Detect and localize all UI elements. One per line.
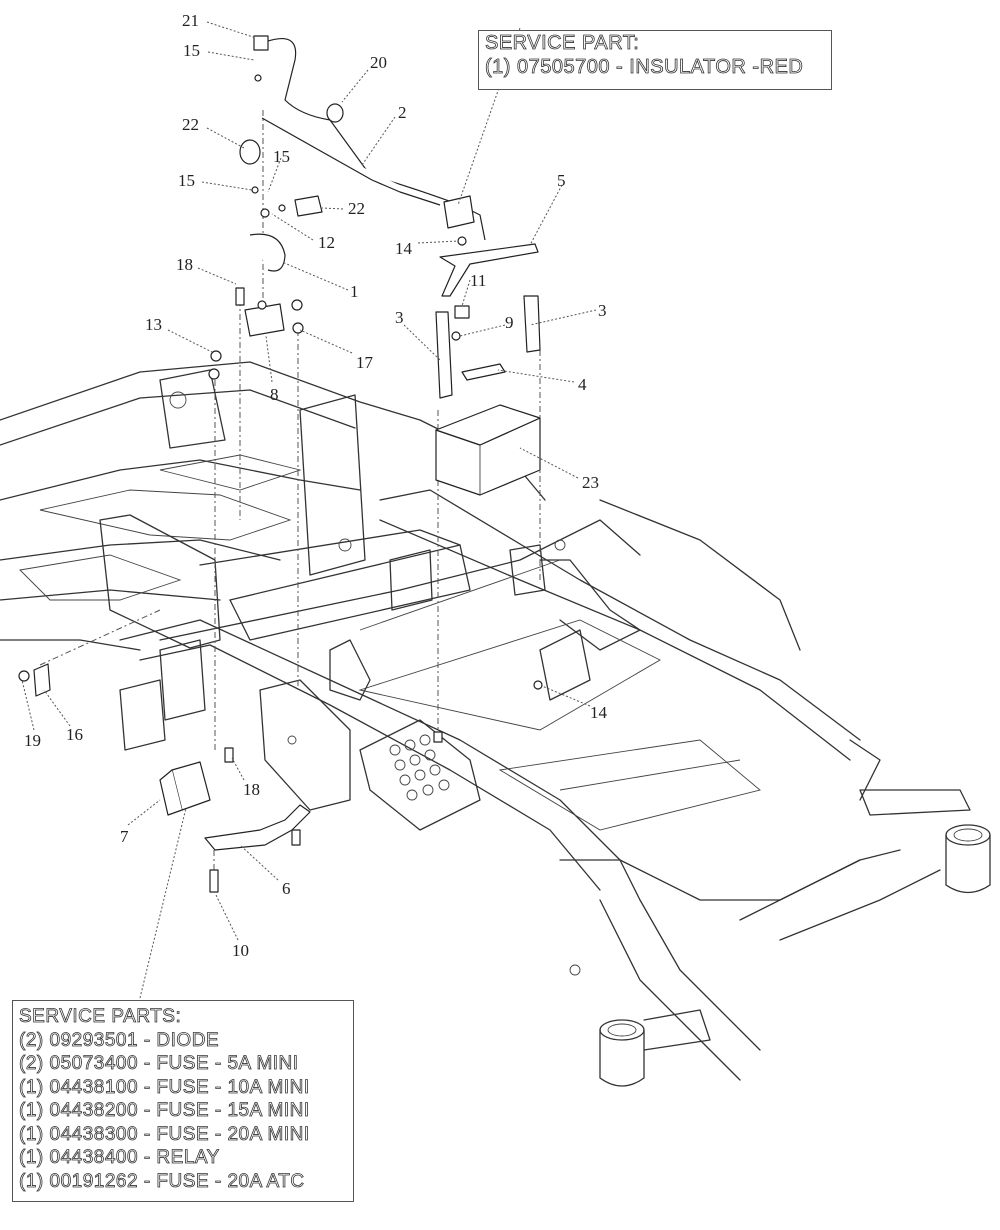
callout-22: 22 (182, 115, 199, 134)
service-parts-line: (1) 04438100 - FUSE - 10A MINI (19, 1076, 310, 1098)
callout-6: 6 (282, 879, 291, 898)
callout-23: 23 (582, 473, 599, 492)
service-part-box: SERVICE PART: (1) 07505700 - INSULATOR -… (478, 30, 832, 90)
service-parts-line: (2) 05073400 - FUSE - 5A MINI (19, 1053, 299, 1075)
callout-13: 13 (145, 315, 162, 334)
callout-12: 12 (318, 233, 335, 252)
leader-lines (21, 21, 597, 999)
foot-plate-holes (389, 734, 450, 801)
callout-15: 15 (273, 147, 290, 166)
callout-9: 9 (505, 313, 514, 332)
callout-2: 2 (398, 103, 407, 122)
callout-21: 21 (182, 11, 199, 30)
callout-1: 1 (350, 282, 359, 301)
callout-3: 3 (598, 301, 607, 320)
service-part-line: (1) 07505700 - INSULATOR -RED (485, 56, 804, 79)
assembly-centerlines (39, 110, 541, 880)
callout-8: 8 (270, 385, 279, 404)
callout-15: 15 (183, 41, 200, 60)
callout-18: 18 (243, 780, 260, 799)
callout-5: 5 (557, 171, 566, 190)
callout-22: 22 (348, 199, 365, 218)
front-caster-right (945, 824, 991, 894)
callout-19: 19 (24, 731, 41, 750)
service-parts-line: (1) 00191262 - FUSE - 20A ATC (19, 1170, 305, 1192)
callout-16: 16 (66, 725, 83, 744)
callout-3: 3 (395, 308, 404, 327)
service-parts-title: SERVICE PARTS: (19, 1006, 182, 1028)
service-parts-line: (2) 09293501 - DIODE (19, 1029, 220, 1051)
service-parts-line: (1) 04438200 - FUSE - 15A MINI (19, 1100, 310, 1122)
mower-frame (0, 361, 991, 1087)
callout-18: 18 (176, 255, 193, 274)
service-part-title: SERVICE PART: (485, 32, 640, 55)
front-caster-left (599, 1009, 711, 1087)
callout-7: 7 (120, 827, 129, 846)
parts (18, 35, 543, 893)
callout-20: 20 (370, 53, 387, 72)
callout-17: 17 (356, 353, 374, 372)
service-parts-box: SERVICE PARTS: (2) 09293501 - DIODE (2) … (12, 1000, 354, 1202)
callout-11: 11 (470, 271, 486, 290)
callout-10: 10 (232, 941, 249, 960)
callout-14: 14 (590, 703, 608, 722)
callout-14: 14 (395, 239, 413, 258)
callout-15: 15 (178, 171, 195, 190)
service-parts-line: (1) 04438300 - FUSE - 20A MINI (19, 1123, 310, 1145)
callout-4: 4 (578, 375, 587, 394)
service-parts-line: (1) 04438400 - RELAY (19, 1147, 220, 1169)
callout-numbers: 21 15 20 2 22 15 15 22 12 1 18 13 8 17 5… (24, 11, 608, 960)
